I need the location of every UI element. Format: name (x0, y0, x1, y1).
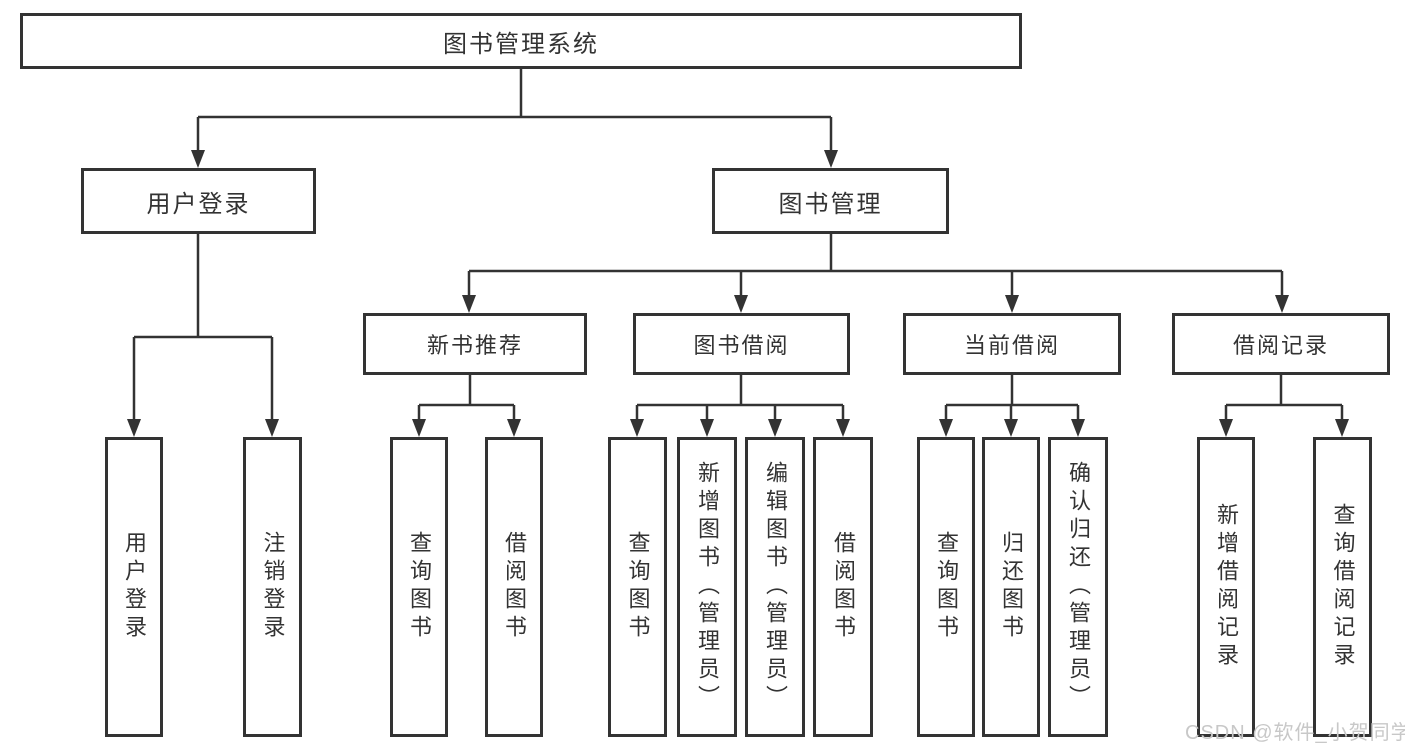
node-book-borrowing: 图书借阅 (633, 313, 850, 375)
arrowhead-icon (824, 150, 838, 168)
arrowhead-icon (1004, 419, 1018, 437)
node-current-borrowing: 当前借阅 (903, 313, 1121, 375)
leaf-borrow-books-borrow: 借阅图书 (813, 437, 873, 737)
node-label: 图书管理系统 (443, 30, 599, 58)
node-borrow-records: 借阅记录 (1172, 313, 1390, 375)
node-label: 归还图书 (999, 531, 1024, 643)
leaf-add-borrow-record: 新增借阅记录 (1197, 437, 1255, 737)
node-label: 查询图书 (625, 531, 651, 643)
node-label: 借阅图书 (502, 531, 527, 643)
arrowhead-icon (768, 419, 782, 437)
arrowhead-icon (1275, 295, 1289, 313)
node-label: 编辑图书（管理员） (763, 461, 788, 713)
node-label: 借阅记录 (1232, 333, 1329, 358)
node-label: 查询图书 (934, 531, 959, 643)
arrowhead-icon (836, 419, 850, 437)
arrowhead-icon (191, 150, 205, 168)
watermark: CSDN @软件_小贺同学 (1185, 722, 1405, 744)
node-book-management: 图书管理 (712, 168, 949, 234)
leaf-borrow-books-recommend: 借阅图书 (485, 437, 543, 737)
arrowhead-icon (1005, 295, 1019, 313)
leaf-return-books: 归还图书 (982, 437, 1040, 737)
node-label: 用户登录 (122, 531, 147, 643)
node-label: 用户登录 (146, 190, 251, 218)
leaf-query-books-current: 查询图书 (917, 437, 975, 737)
leaf-add-books-admin: 新增图书（管理员） (677, 437, 737, 737)
leaf-edit-books-admin: 编辑图书（管理员） (745, 437, 805, 737)
arrowhead-icon (630, 419, 644, 437)
arrowhead-icon (939, 419, 953, 437)
arrowhead-icon (507, 419, 521, 437)
node-new-book-recommend: 新书推荐 (363, 313, 587, 375)
arrowheads (127, 150, 1349, 437)
node-label: 新增借阅记录 (1214, 503, 1239, 671)
arrowhead-icon (462, 295, 476, 313)
arrowhead-icon (1071, 419, 1085, 437)
arrowhead-icon (127, 419, 141, 437)
arrowhead-icon (265, 419, 279, 437)
node-label: 查询图书 (407, 531, 432, 643)
arrowhead-icon (412, 419, 426, 437)
node-label: 图书管理 (778, 190, 883, 218)
connector-stems (132, 69, 1344, 422)
node-user-login: 用户登录 (81, 168, 316, 234)
leaf-logout: 注销登录 (243, 437, 302, 737)
node-label: 当前借阅 (963, 333, 1060, 358)
node-label: 新书推荐 (426, 333, 523, 358)
leaf-user-login: 用户登录 (105, 437, 163, 737)
leaf-query-books-recommend: 查询图书 (390, 437, 448, 737)
arrowhead-icon (734, 295, 748, 313)
node-library-management-system: 图书管理系统 (20, 13, 1022, 69)
arrowhead-icon (700, 419, 714, 437)
node-label: 确认归还（管理员） (1066, 461, 1091, 713)
node-label: 查询借阅记录 (1330, 503, 1356, 671)
node-label: 新增图书（管理员） (695, 461, 720, 713)
arrowhead-icon (1219, 419, 1233, 437)
leaf-query-borrow-record: 查询借阅记录 (1313, 437, 1372, 737)
node-label: 注销登录 (260, 531, 286, 643)
leaf-query-books-borrow: 查询图书 (608, 437, 667, 737)
node-label: 借阅图书 (831, 531, 856, 643)
arrowhead-icon (1335, 419, 1349, 437)
node-label: 图书借阅 (693, 333, 790, 358)
leaf-confirm-return-admin: 确认归还（管理员） (1048, 437, 1108, 737)
